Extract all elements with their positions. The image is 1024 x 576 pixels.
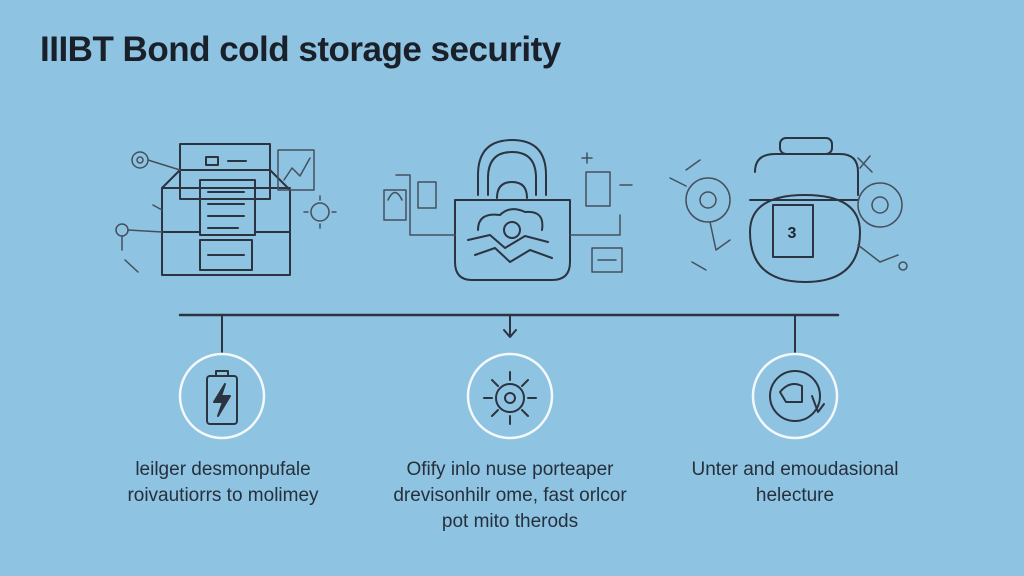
caption-right-line-1: Unter and emoudasional <box>691 459 899 480</box>
wallet-lock-label: 3 <box>788 225 797 242</box>
caption-center-line-3: pot mito therods <box>441 511 579 532</box>
caption-left-line-1: leilger desmonpufale <box>135 459 311 480</box>
cold-wallet-icon <box>749 137 861 283</box>
caption-right: Unter and emoudasional helecture <box>665 457 925 509</box>
caption-center-line-2: drevisonhilr ome, fast orlcor <box>393 485 627 506</box>
caption-center-line-1: Ofify inlo nuse porteaper <box>406 459 614 480</box>
left-decoration-icons <box>115 149 337 273</box>
padlock-icon <box>454 139 571 281</box>
page-title: IIIBT Bond cold storage security <box>40 30 561 69</box>
caption-left: leilger desmonpufale roivautiorrs to mol… <box>92 457 354 509</box>
center-decoration-icons <box>383 152 633 273</box>
caption-left-line-2: roivautiorrs to molimey <box>127 485 319 506</box>
battery-icon <box>178 352 266 440</box>
timeline-connector <box>178 313 840 353</box>
ledger-box-icon <box>161 143 291 276</box>
shield-key-icon <box>466 352 554 440</box>
caption-right-line-2: helecture <box>755 485 835 506</box>
caption-center: Ofify inlo nuse porteaper drevisonhilr o… <box>370 457 650 535</box>
recovery-circle-icon <box>751 352 839 440</box>
right-decoration-icons <box>669 155 908 271</box>
